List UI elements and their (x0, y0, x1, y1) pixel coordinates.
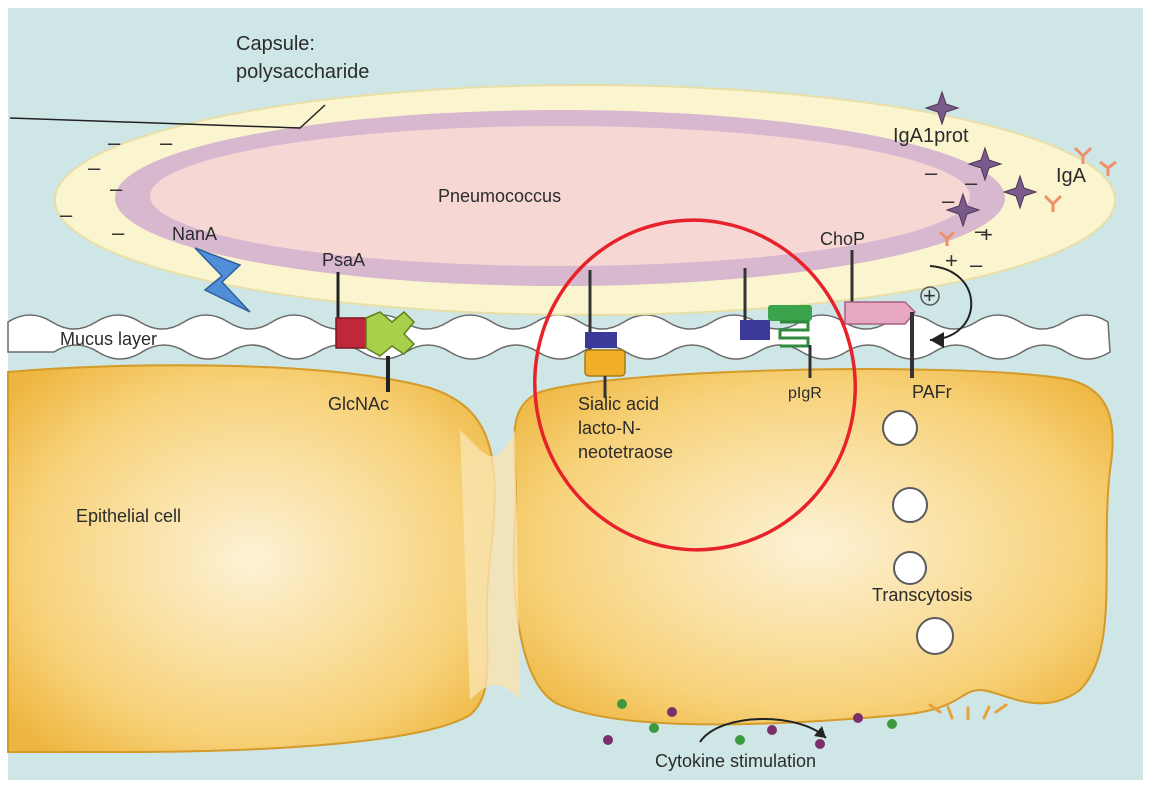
cytokine-dot (603, 735, 613, 745)
transcytosis-label: Transcytosis (872, 585, 972, 605)
psaa-label: PsaA (322, 250, 365, 270)
cytokine-dot (735, 735, 745, 745)
neotetraose-label: neotetraose (578, 442, 673, 462)
vesicle (917, 618, 953, 654)
charge-minus: – (108, 130, 121, 155)
mucus-layer-label: Mucus layer (60, 329, 157, 349)
charge-minus: – (925, 160, 938, 185)
pneumococcus-label: Pneumococcus (438, 186, 561, 206)
cell-junction (460, 430, 520, 700)
pigr-label: pIgR (788, 385, 822, 402)
pneumococcus-bacterium (55, 85, 1115, 315)
cytokine-stimulation-label: Cytokine stimulation (655, 751, 816, 771)
cytokine-dot (815, 739, 825, 749)
cytokine-dot (667, 707, 677, 717)
epithelial-cell-label: Epithelial cell (76, 506, 181, 526)
pigr-domain-blue (740, 320, 770, 340)
pafr-label: PAFr (912, 382, 952, 402)
chop-label: ChoP (820, 229, 865, 249)
epithelial-cell-left (8, 365, 495, 752)
vesicle (894, 552, 926, 584)
charge-minus: – (160, 130, 173, 155)
charge-minus: – (88, 155, 101, 180)
charge-minus: – (60, 202, 73, 227)
sialic-acid-label: Sialic acid (578, 394, 659, 414)
glcnac-label: GlcNAc (328, 394, 389, 414)
chop-ligand-icon (845, 302, 915, 324)
charge-minus: – (970, 252, 983, 277)
capsule-sublabel: polysaccharide (236, 61, 369, 83)
receptor-domain-blue (585, 332, 617, 348)
charge-plus: + (923, 283, 936, 308)
iga-label: IgA (1056, 165, 1087, 187)
vesicle (893, 488, 927, 522)
charge-minus: – (965, 170, 978, 195)
pigr-domain-green (768, 305, 812, 321)
vesicle (883, 411, 917, 445)
iga1prot-label: IgA1prot (893, 125, 969, 147)
cytokine-dot (617, 699, 627, 709)
receptor-domain-orange (585, 350, 625, 376)
charge-minus: – (112, 220, 125, 245)
capsule-label: Capsule: (236, 33, 315, 55)
epithelial-cells (8, 365, 1113, 752)
nana-label: NanA (172, 224, 217, 244)
cytokine-dot (767, 725, 777, 735)
cytokine-dot (887, 719, 897, 729)
lacto-n-label: lacto-N- (578, 418, 641, 438)
cytokine-dot (853, 713, 863, 723)
charge-minus: – (110, 176, 123, 201)
charge-plus: + (980, 222, 993, 247)
cytokine-dot (649, 723, 659, 733)
